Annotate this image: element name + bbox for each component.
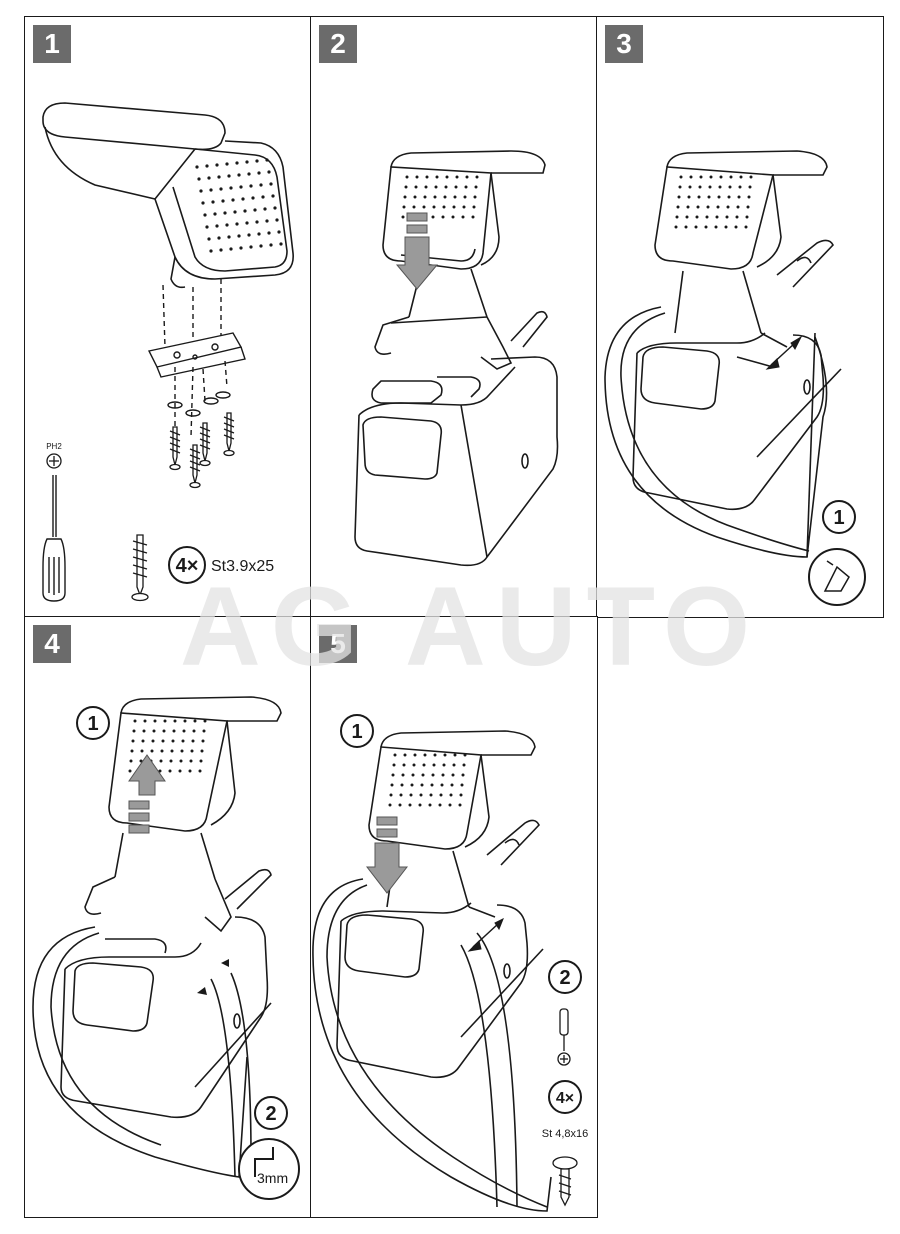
step-1-illustration: PH2 4× St3.9x25 — [42, 102, 294, 602]
screw-spec-icon — [131, 534, 149, 602]
step-5-panel: 5 — [310, 616, 598, 1218]
perforation-pattern — [128, 719, 207, 773]
step-2-badge: 2 — [319, 25, 357, 63]
substep-1: 1 — [87, 713, 98, 735]
count-circle — [168, 546, 206, 584]
substep-circle — [76, 706, 110, 740]
count-circle — [548, 1080, 582, 1114]
step-3-illustration: 1 — [604, 150, 866, 606]
step-3-panel: 3 — [596, 16, 884, 618]
substep-circle — [254, 1096, 288, 1130]
screw — [223, 412, 235, 457]
substep-circle — [548, 960, 582, 994]
screw-spec-icon — [552, 1156, 578, 1207]
screw — [189, 444, 201, 489]
washer — [185, 409, 201, 417]
phillips-bit-icon — [46, 453, 62, 469]
substep-1: 1 — [833, 507, 844, 529]
pen-icon — [823, 560, 850, 592]
washer — [167, 401, 183, 409]
screwdriver-icon — [559, 1008, 569, 1051]
drill-icon — [238, 1138, 300, 1200]
phillips-bit-icon — [557, 1052, 571, 1066]
screw-count: 4× — [176, 555, 199, 577]
mark-arrow — [765, 335, 803, 370]
step-3-badge: 3 — [605, 25, 643, 63]
screw — [169, 426, 181, 471]
perforation-pattern — [195, 158, 283, 253]
screws-set — [169, 412, 235, 489]
drill-mark-arrows — [197, 959, 229, 995]
mounting-plate — [147, 332, 243, 368]
perforation-pattern — [674, 175, 753, 229]
armrest-body — [154, 140, 294, 280]
step-4-badge: 4 — [33, 625, 71, 663]
step-1-panel: 1 — [24, 16, 312, 618]
slide-down-arrow — [395, 212, 439, 290]
substep-2: 2 — [559, 967, 570, 989]
marker-pen-icon — [808, 548, 866, 606]
screw-spec: St 4,8x16 — [542, 1128, 588, 1140]
slide-down-arrow — [365, 816, 409, 894]
washer — [215, 391, 231, 399]
step-4-panel: 4 — [24, 616, 312, 1218]
mark-arrow — [467, 917, 504, 952]
screw-spec: St3.9x25 — [211, 558, 274, 575]
tool-label: PH2 — [46, 442, 62, 451]
drill-label: 3mm — [257, 1170, 288, 1186]
screw — [199, 422, 211, 467]
step-5-illustration: 1 2 4× St 4,8x16 — [312, 714, 588, 1212]
substep-1: 1 — [351, 721, 362, 743]
substep-circle — [822, 500, 856, 534]
drilling-template — [604, 306, 828, 558]
step-2-panel: 2 — [310, 16, 598, 618]
substep-circle — [340, 714, 374, 748]
lift-up-arrow — [128, 754, 166, 834]
step-2-illustration — [354, 150, 559, 567]
screw-count: 4× — [556, 1090, 574, 1107]
armrest-lid — [42, 102, 226, 151]
drill-bit-icon — [254, 1147, 274, 1177]
step-4-illustration: 1 2 3mm — [32, 696, 300, 1200]
step-5-badge: 5 — [319, 625, 357, 663]
washer — [203, 397, 219, 405]
screwdriver-icon — [42, 475, 66, 602]
step-1-badge: 1 — [33, 25, 71, 63]
substep-2: 2 — [265, 1103, 276, 1125]
perforation-pattern — [388, 753, 467, 807]
perforation-pattern — [401, 175, 479, 219]
